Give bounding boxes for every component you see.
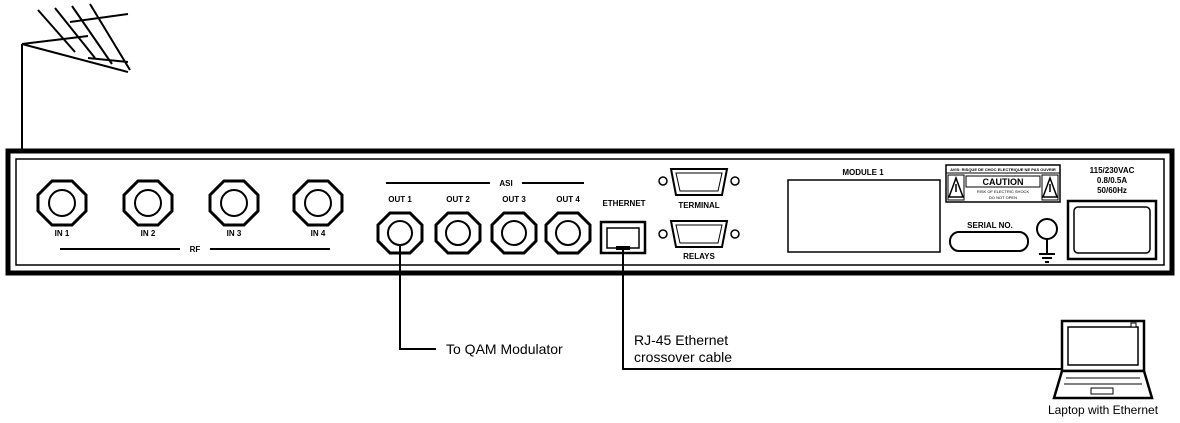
caution-small-bottom-2: DO NOT OPEN (989, 195, 1017, 200)
terminal-port: TERMINAL (658, 168, 740, 210)
laptop-caption: Laptop with Ethernet (1048, 403, 1159, 417)
laptop-icon (1052, 319, 1154, 400)
power-rating-line1: 115/230VAC (1090, 166, 1135, 175)
power-rating-line2: 0.8/0.5A (1097, 176, 1127, 185)
db9-connector-icon[interactable] (658, 220, 740, 248)
caution-label: AVIS: RISQUE DE CHOC ELECTRIQUE NE PAS O… (945, 164, 1061, 203)
ethernet-cable (622, 246, 1067, 370)
warning-triangle-icon (1041, 174, 1059, 201)
db9-connector-icon[interactable] (658, 168, 740, 196)
relays-label: RELAYS (683, 252, 715, 261)
power-section: 115/230VAC 0.8/0.5A 50/60Hz (1066, 166, 1158, 261)
bnc-connector-icon[interactable] (208, 179, 260, 227)
asi-output-label: OUT 1 (388, 195, 412, 204)
asi-output-label: OUT 3 (502, 195, 526, 204)
power-rating-line3: 50/60Hz (1097, 186, 1127, 195)
relays-port: RELAYS (658, 220, 740, 261)
caution-small-top: AVIS: RISQUE DE CHOC ELECTRIQUE NE PAS O… (950, 167, 1056, 172)
qam-callout: To QAM Modulator (446, 341, 563, 357)
asi-output-label: OUT 4 (556, 195, 580, 204)
rf-input-label: IN 1 (55, 229, 70, 238)
rf-group-label: RF (190, 245, 201, 254)
asi-output-label: OUT 2 (446, 195, 470, 204)
asi-group-label: ASI (499, 179, 512, 188)
bnc-connector-icon[interactable] (434, 211, 482, 255)
module-label: MODULE 1 (842, 168, 884, 177)
rf-input-label: IN 4 (311, 229, 326, 238)
rf-input-label: IN 2 (141, 229, 156, 238)
bnc-connector-icon[interactable] (122, 179, 174, 227)
warning-triangle-icon (947, 174, 965, 201)
ethernet-port: ETHERNET (599, 199, 647, 255)
serial-number-plate: SERIAL NO. (949, 221, 1029, 252)
cable-callout-line1: RJ-45 Ethernet (634, 332, 728, 348)
ethernet-label: ETHERNET (602, 199, 645, 208)
qam-cable (399, 244, 436, 350)
power-inlet-icon[interactable] (1066, 199, 1158, 261)
ground-icon (1036, 218, 1058, 263)
rf-input-label: IN 3 (227, 229, 242, 238)
caution-title: CAUTION (983, 177, 1024, 187)
caution-small-bottom-1: RISK OF ELECTRIC SHOCK (977, 189, 1030, 194)
terminal-label: TERMINAL (678, 201, 719, 210)
bnc-connector-icon[interactable] (36, 179, 88, 227)
bnc-connector-icon[interactable] (490, 211, 538, 255)
cable-callout-line2: crossover cable (634, 349, 732, 365)
asi-output-group: ASI OUT 1 OUT 2 OUT 3 OUT 4 (376, 179, 592, 255)
bnc-connector-icon[interactable] (292, 179, 344, 227)
rf-input-group: IN 1 IN 2 IN 3 IN 4 RF (36, 179, 344, 254)
serial-label: SERIAL NO. (967, 221, 1013, 230)
bnc-connector-icon[interactable] (544, 211, 592, 255)
module-slot: MODULE 1 (787, 168, 941, 253)
bnc-connector-icon[interactable] (376, 211, 424, 255)
